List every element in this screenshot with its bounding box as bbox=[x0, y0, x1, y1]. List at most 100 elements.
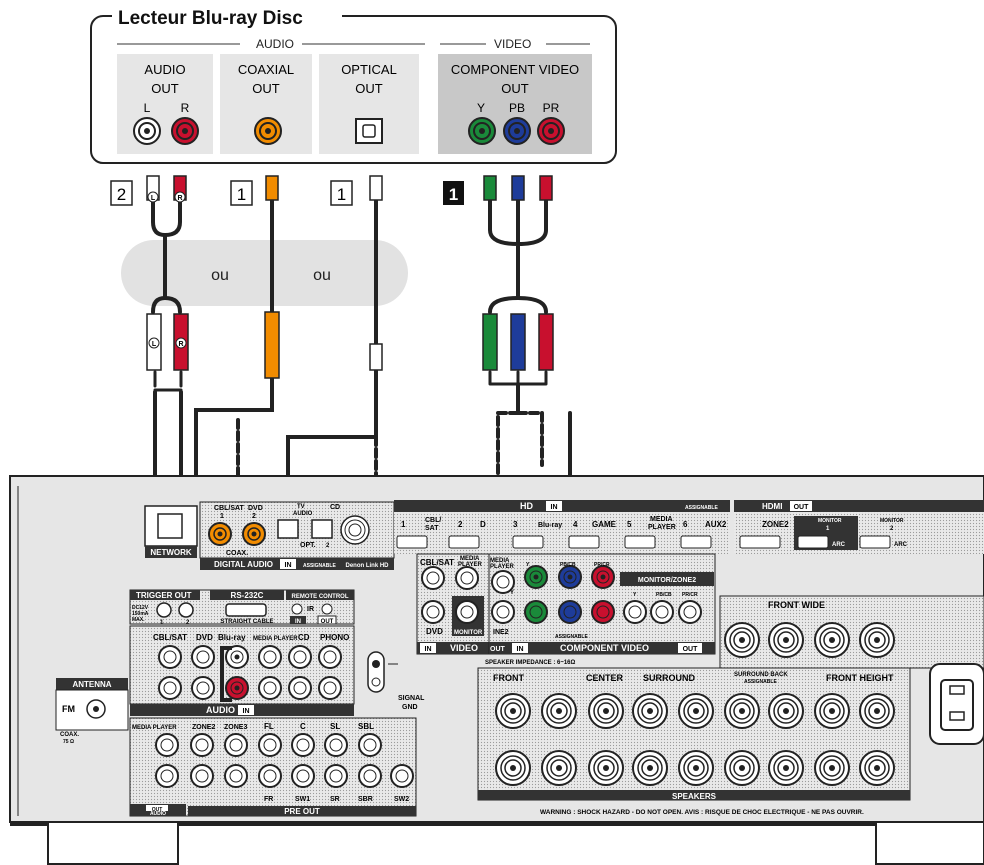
svg-text:2: 2 bbox=[117, 185, 126, 204]
front-label: FRONT bbox=[493, 673, 524, 683]
audio-out-r-jack bbox=[171, 117, 199, 145]
component-pb-jack bbox=[503, 117, 531, 145]
svg-text:Y: Y bbox=[526, 562, 530, 568]
svg-text:INE2: INE2 bbox=[493, 629, 509, 636]
svg-text:CBL/: CBL/ bbox=[425, 517, 441, 524]
component-pr-jack bbox=[537, 117, 565, 145]
svg-text:PLAYER: PLAYER bbox=[458, 562, 482, 568]
speaker-impedance: SPEAKER IMPEDANCE : 6~16Ω bbox=[485, 660, 576, 666]
surround-label: SURROUND bbox=[643, 673, 696, 683]
svg-text:GAME: GAME bbox=[592, 520, 617, 529]
svg-text:Y: Y bbox=[633, 592, 637, 598]
warning-text: WARNING : SHOCK HAZARD - DO NOT OPEN. AV… bbox=[540, 809, 864, 816]
svg-text:5: 5 bbox=[627, 520, 632, 529]
svg-text:ARC: ARC bbox=[894, 542, 908, 548]
svg-text:STRAIGHT CABLE: STRAIGHT CABLE bbox=[221, 619, 274, 625]
monitor-zone2-label: MONITOR/ZONE2 bbox=[638, 577, 696, 584]
comp-pb-label: PB bbox=[509, 101, 525, 115]
svg-text:SR: SR bbox=[330, 796, 340, 803]
svg-text:ZONE2: ZONE2 bbox=[192, 724, 215, 731]
svg-text:4: 4 bbox=[573, 520, 578, 529]
svg-text:OUT: OUT bbox=[683, 646, 699, 653]
svg-text:2: 2 bbox=[458, 520, 463, 529]
power-inlet bbox=[929, 663, 984, 745]
svg-text:IN: IN bbox=[285, 562, 292, 569]
speakers-label: SPEAKERS bbox=[672, 792, 717, 801]
svg-text:MEDIA: MEDIA bbox=[650, 516, 673, 523]
svg-text:MONITOR: MONITOR bbox=[818, 518, 842, 524]
coaxial-out-jack bbox=[254, 117, 282, 145]
svg-text:75 Ω: 75 Ω bbox=[63, 739, 74, 745]
svg-text:ZONE3: ZONE3 bbox=[224, 724, 247, 731]
svg-text:DVD: DVD bbox=[248, 505, 263, 512]
svg-text:2: 2 bbox=[186, 620, 190, 626]
svg-text:IN: IN bbox=[551, 504, 558, 511]
svg-text:HDMI: HDMI bbox=[762, 502, 782, 511]
svg-text:IN: IN bbox=[295, 619, 301, 625]
svg-text:OPT.: OPT. bbox=[300, 542, 316, 549]
svg-text:PB/CB: PB/CB bbox=[560, 562, 576, 568]
svg-text:SBL: SBL bbox=[358, 722, 374, 731]
svg-text:ZONE2: ZONE2 bbox=[762, 520, 789, 529]
svg-text:1: 1 bbox=[826, 526, 830, 532]
svg-text:IN: IN bbox=[517, 646, 524, 653]
svg-text:MEDIA PLAYER: MEDIA PLAYER bbox=[132, 725, 177, 731]
pre-out-jacks bbox=[155, 733, 414, 788]
svg-text:Y: Y bbox=[510, 590, 514, 596]
signal-gnd-terminal: SIGNAL GND bbox=[367, 651, 425, 711]
or-band bbox=[121, 240, 408, 306]
optical-label-1: OPTICAL bbox=[341, 62, 397, 77]
component-label-2: OUT bbox=[501, 81, 529, 96]
group-audio-label: AUDIO bbox=[256, 37, 294, 51]
receiver-back-panel: NETWORK CBL/SAT 1 DVD 2 COAX. TV AUDIO C… bbox=[9, 475, 984, 865]
svg-text:IN: IN bbox=[425, 646, 432, 653]
trigger-out-label: TRIGGER OUT bbox=[136, 591, 192, 600]
svg-text:MEDIA PLAYER: MEDIA PLAYER bbox=[253, 636, 298, 642]
svg-text:MAX.: MAX. bbox=[132, 617, 145, 623]
component-plugs bbox=[482, 175, 554, 371]
network-label: NETWORK bbox=[150, 548, 192, 557]
svg-text:AUDIO: AUDIO bbox=[150, 811, 166, 817]
svg-text:ASSIGNABLE: ASSIGNABLE bbox=[744, 679, 777, 685]
svg-text:1: 1 bbox=[401, 520, 406, 529]
svg-text:SAT: SAT bbox=[425, 525, 439, 532]
svg-text:1: 1 bbox=[220, 513, 224, 520]
svg-text:DVD: DVD bbox=[196, 633, 213, 642]
denon-link-label: Denon Link HD bbox=[346, 563, 390, 569]
svg-text:PHONO: PHONO bbox=[320, 633, 349, 642]
surround-back-label: SURROUND BACK bbox=[734, 672, 788, 678]
svg-text:SW1: SW1 bbox=[295, 796, 310, 803]
svg-text:DC12V: DC12V bbox=[132, 605, 149, 611]
svg-text:AUDIO: AUDIO bbox=[293, 511, 313, 517]
svg-text:PB/CB: PB/CB bbox=[656, 592, 672, 598]
svg-text:C: C bbox=[300, 722, 306, 731]
svg-text:SL: SL bbox=[330, 722, 340, 731]
svg-text:IN: IN bbox=[243, 708, 250, 715]
digital-audio-label: DIGITAL AUDIO bbox=[214, 560, 273, 569]
component-y-jack bbox=[468, 117, 496, 145]
svg-text:CBL/SAT: CBL/SAT bbox=[420, 558, 454, 567]
svg-text:Blu-ray: Blu-ray bbox=[538, 522, 562, 529]
pre-out-label: PRE OUT bbox=[284, 807, 320, 816]
svg-text:HD: HD bbox=[520, 501, 533, 511]
digital-coax-2-jack bbox=[242, 522, 266, 546]
svg-text:DVD: DVD bbox=[426, 627, 443, 636]
rs232c-label: RS-232C bbox=[231, 591, 264, 600]
svg-text:COAX.: COAX. bbox=[60, 732, 79, 738]
svg-text:CD: CD bbox=[330, 504, 340, 511]
coaxial-label-1: COAXIAL bbox=[238, 62, 294, 77]
front-wide-label: FRONT WIDE bbox=[768, 600, 825, 610]
svg-text:6: 6 bbox=[683, 520, 688, 529]
audio-l-label: L bbox=[144, 101, 151, 115]
audio-out-label-2: OUT bbox=[151, 81, 179, 96]
svg-text:COAX.: COAX. bbox=[226, 550, 248, 557]
front-height-label: FRONT HEIGHT bbox=[826, 673, 894, 683]
svg-text:OUT: OUT bbox=[152, 807, 163, 813]
audio-in-jacks bbox=[158, 645, 342, 700]
optical-in-1-jack bbox=[277, 519, 299, 539]
optical-plugs bbox=[369, 175, 383, 371]
audio-out-l-jack bbox=[133, 117, 161, 145]
svg-text:SBR: SBR bbox=[358, 796, 373, 803]
device-title: Lecteur Blu-ray Disc bbox=[118, 8, 303, 29]
